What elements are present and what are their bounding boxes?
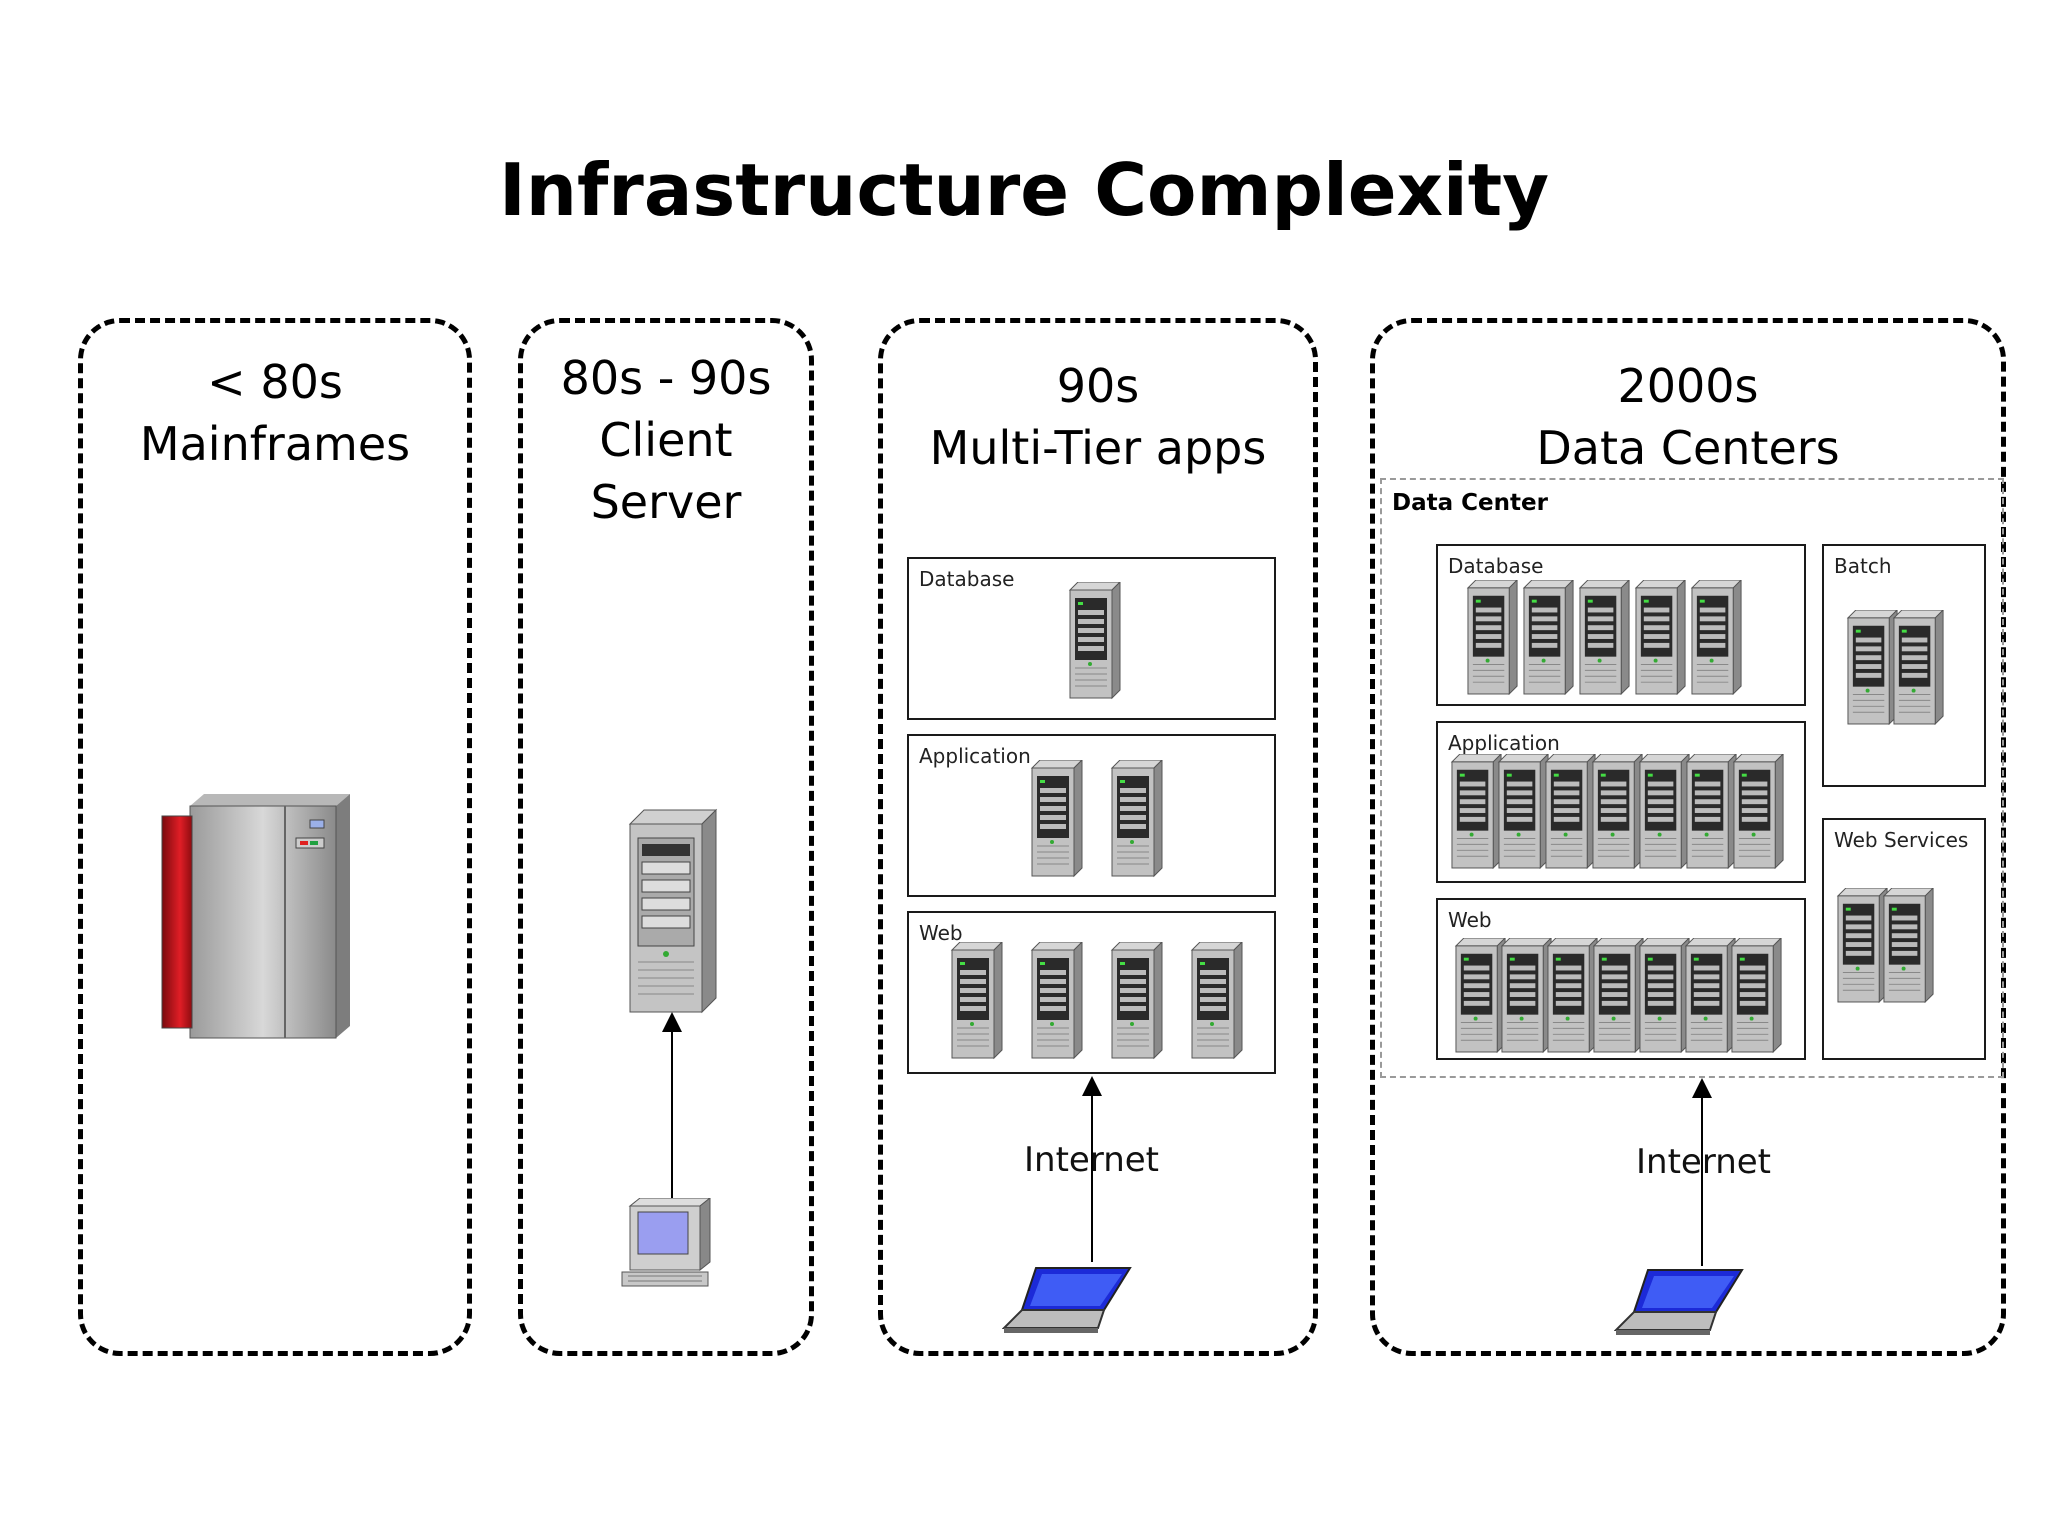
era-name: Mainframes <box>139 417 411 471</box>
server-icon <box>1578 580 1630 696</box>
era-name: Multi-Tier apps <box>929 421 1267 475</box>
server-icon <box>1110 942 1163 1060</box>
era-name-line2: Server <box>590 475 742 529</box>
era-label: < 80s <box>207 355 343 409</box>
server-icon <box>1497 754 1549 870</box>
tier-application: Application <box>907 734 1276 897</box>
server-icon <box>1546 938 1598 1054</box>
server-icon <box>1846 610 1898 726</box>
tier-label: Web <box>919 921 963 945</box>
server-icon <box>1466 580 1518 696</box>
tier-label: Application <box>919 744 1031 768</box>
server-icon <box>1684 938 1736 1054</box>
server-icon <box>1454 938 1506 1054</box>
data-center-label: Data Center <box>1392 490 1548 516</box>
era-label: 90s <box>1056 359 1140 413</box>
column-heading: 80s - 90s Client Server <box>523 347 809 533</box>
server-icon <box>1030 942 1083 1060</box>
server-icon <box>1030 760 1083 878</box>
server-tower-icon <box>628 808 718 1014</box>
server-icon <box>1685 754 1737 870</box>
server-icon <box>950 942 1003 1060</box>
column-heading: < 80s Mainframes <box>83 351 467 475</box>
server-icon <box>1638 938 1690 1054</box>
tier-label: Application <box>1448 731 1560 755</box>
data-center-box: Data Center <box>1380 478 2004 1078</box>
column-mainframes: < 80s Mainframes <box>78 318 472 1356</box>
era-label: 2000s <box>1617 359 1759 413</box>
server-icon <box>1592 938 1644 1054</box>
laptop-icon <box>1614 1269 1744 1335</box>
server-icon <box>1892 610 1944 726</box>
era-label: 80s - 90s <box>560 351 772 405</box>
mainframe-icon <box>161 794 350 1039</box>
column-heading: 90s Multi-Tier apps <box>883 355 1313 479</box>
column-client-server: 80s - 90s Client Server <box>518 318 814 1356</box>
server-icon <box>1732 754 1784 870</box>
server-icon <box>1068 582 1121 700</box>
tier-label: Database <box>919 567 1015 591</box>
column-multi-tier: 90s Multi-Tier apps <box>878 318 1318 1356</box>
era-name-line1: Client <box>599 413 733 467</box>
server-icon <box>1730 938 1782 1054</box>
page-title: Infrastructure Complexity <box>498 148 1550 232</box>
era-name: Data Centers <box>1536 421 1840 475</box>
column-heading: 2000s Data Centers <box>1375 355 2001 479</box>
server-icon <box>1522 580 1574 696</box>
tier-label: Web <box>1448 908 1492 932</box>
server-icon <box>1638 754 1690 870</box>
internet-label: Internet <box>1636 1142 1772 1182</box>
tier-label: Database <box>1448 554 1544 578</box>
tier-label: Web Services <box>1834 828 1969 852</box>
server-icon <box>1450 754 1502 870</box>
laptop-icon <box>1002 1267 1132 1333</box>
tier-label: Batch <box>1834 554 1892 578</box>
server-icon <box>1500 938 1552 1054</box>
server-icon <box>1190 942 1243 1060</box>
server-icon <box>1110 760 1163 878</box>
server-icon <box>1882 888 1934 1004</box>
server-icon <box>1690 580 1742 696</box>
desktop-pc-icon <box>621 1198 711 1287</box>
server-icon <box>1591 754 1643 870</box>
server-icon <box>1634 580 1686 696</box>
